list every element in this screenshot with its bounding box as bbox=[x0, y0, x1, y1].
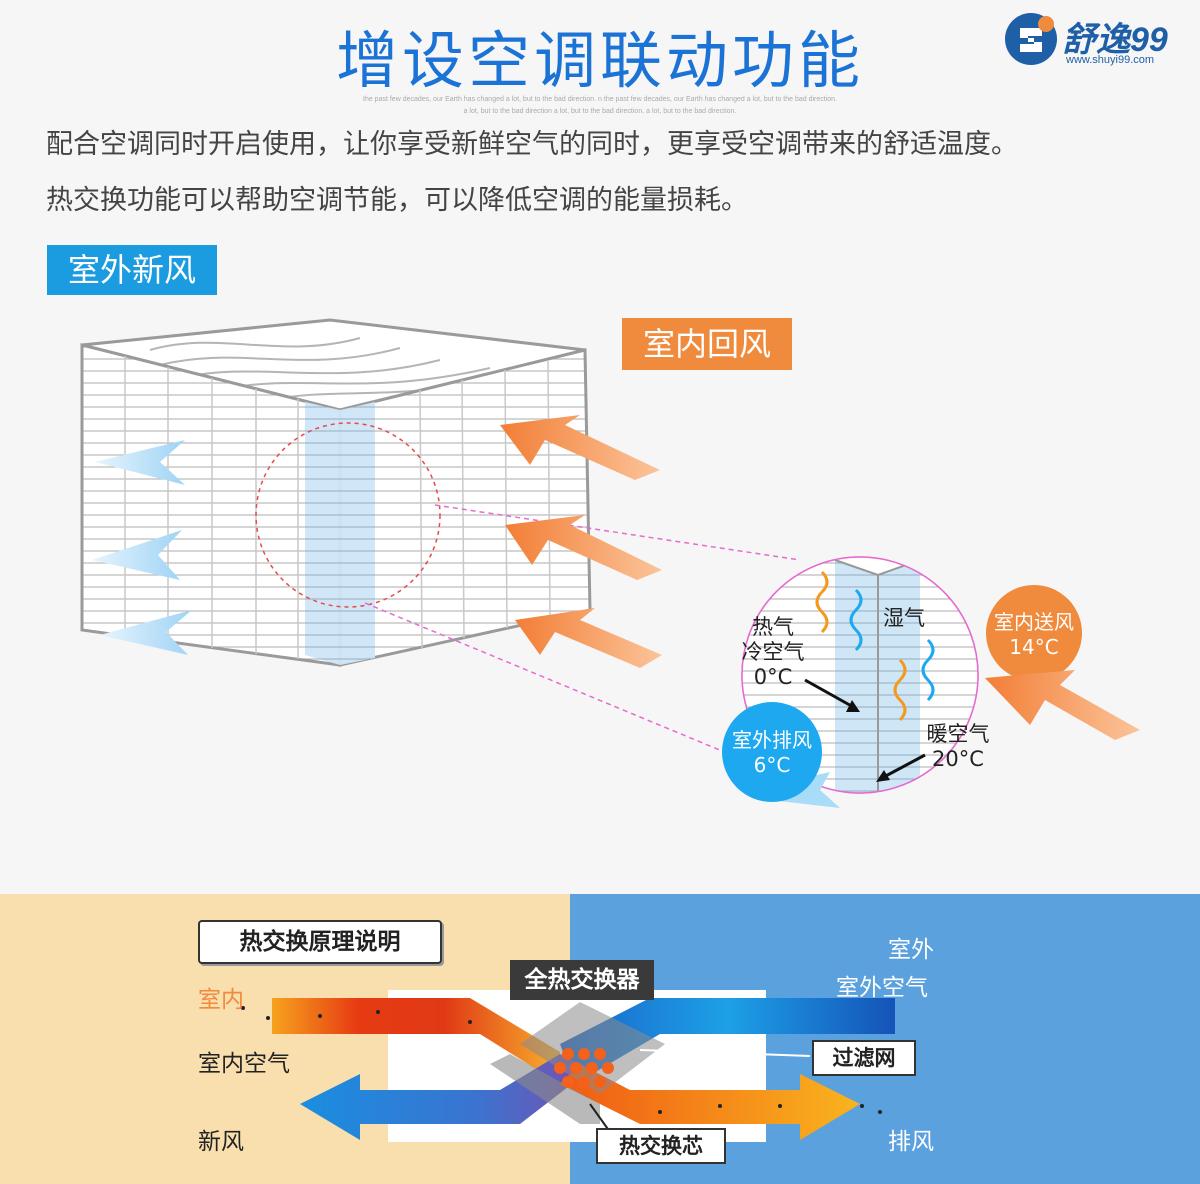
core-pointer bbox=[589, 1103, 611, 1133]
fresh-air-label: 新风 bbox=[198, 1129, 244, 1155]
description-line-1: 配合空调同时开启使用，让你享受新鲜空气的同时，更享受空调带来的舒适温度。 bbox=[46, 129, 1018, 160]
page-title: 增设空调联动功能 bbox=[335, 24, 864, 97]
supply-air-label: 室内送风 bbox=[994, 610, 1074, 634]
connector-line-bottom bbox=[364, 602, 781, 776]
cube-right-grid bbox=[419, 359, 551, 649]
pointer-arrow-warm bbox=[881, 753, 926, 780]
return-air-arrow-1 bbox=[500, 415, 660, 480]
filter-label: 过滤网 bbox=[812, 1040, 916, 1076]
cold-temp-label: 0°C bbox=[753, 665, 793, 689]
humidity-wave-icon bbox=[849, 588, 863, 652]
heat-wave-icon bbox=[815, 570, 829, 634]
heat-exchanger-illustration bbox=[80, 318, 1140, 808]
core-cells bbox=[554, 1048, 614, 1088]
fresh-air-flow bbox=[300, 1054, 590, 1140]
air-particles bbox=[241, 1006, 882, 1114]
indoor-air-label: 室内空气 bbox=[198, 1051, 290, 1077]
indoor-air-flow bbox=[272, 998, 560, 1084]
outdoor-air-flow bbox=[560, 998, 895, 1084]
core-label: 热交换芯 bbox=[596, 1128, 726, 1164]
logo-icon bbox=[1005, 13, 1057, 65]
outdoor-label: 室外 bbox=[888, 937, 934, 963]
indoor-label: 室内 bbox=[198, 987, 244, 1013]
hot-air-label: 热气 bbox=[752, 615, 794, 639]
exhaust-label: 排风 bbox=[888, 1129, 934, 1155]
humidity-wave-icon-2 bbox=[921, 638, 935, 702]
fresh-air-arrow-2 bbox=[92, 530, 182, 580]
exchanger-label: 全热交换器 bbox=[510, 960, 654, 1000]
supply-temp-label: 14°C bbox=[1009, 635, 1059, 659]
outdoor-fresh-air-tag: 室外新风 bbox=[47, 245, 217, 295]
magnify-circle bbox=[255, 422, 441, 608]
exhaust-air-label: 室外排风 bbox=[732, 728, 812, 752]
logo-url: www.shuyi99.com bbox=[1066, 54, 1155, 66]
heat-exchange-core bbox=[520, 1002, 665, 1094]
return-air-arrow-3 bbox=[515, 608, 662, 668]
heat-wave-icon-2 bbox=[893, 658, 907, 722]
principle-title-box: 热交换原理说明 bbox=[198, 920, 442, 964]
return-air-arrow-2 bbox=[505, 515, 662, 580]
exhaust-temp-label: 6°C bbox=[753, 753, 791, 777]
outdoor-air-label: 室外空气 bbox=[836, 975, 928, 1001]
principle-section: 热交换原理说明 室内 室内空气 新风 室外 室外空气 排风 全热交换器 过滤网 … bbox=[0, 894, 1200, 1184]
description-line-2: 热交换功能可以帮助空调节能，可以降低空调的能量损耗。 bbox=[46, 185, 748, 216]
indoor-return-air-tag: 室内回风 bbox=[622, 318, 792, 370]
supply-air-arrow bbox=[985, 670, 1140, 740]
cube-core-strip bbox=[305, 402, 375, 665]
fresh-air-arrow-1 bbox=[95, 440, 185, 485]
warm-air-label: 暖空气 bbox=[926, 722, 990, 746]
humid-air-label: 湿气 bbox=[883, 606, 925, 630]
subline-1: the past few decades, our Earth has chan… bbox=[363, 96, 837, 103]
supply-air-circle bbox=[986, 585, 1082, 681]
filter-pointer bbox=[639, 1049, 811, 1057]
connector-line-top bbox=[434, 504, 801, 561]
brand-logo: 舒逸99 www.shuyi99.com bbox=[1002, 10, 1192, 70]
warm-temp-label: 20°C bbox=[932, 747, 984, 771]
logo-name: 舒逸99 bbox=[1062, 21, 1168, 59]
exhaust-flow bbox=[560, 1064, 860, 1140]
principle-diagram bbox=[241, 990, 895, 1142]
fresh-air-arrow-3 bbox=[100, 610, 192, 655]
cold-air-label: 冷空气 bbox=[741, 640, 805, 664]
pointer-arrow-cold bbox=[804, 678, 856, 710]
subline-2: a lot, but to the bad direction a lot, b… bbox=[463, 108, 737, 115]
exhaust-air-circle bbox=[722, 702, 822, 802]
